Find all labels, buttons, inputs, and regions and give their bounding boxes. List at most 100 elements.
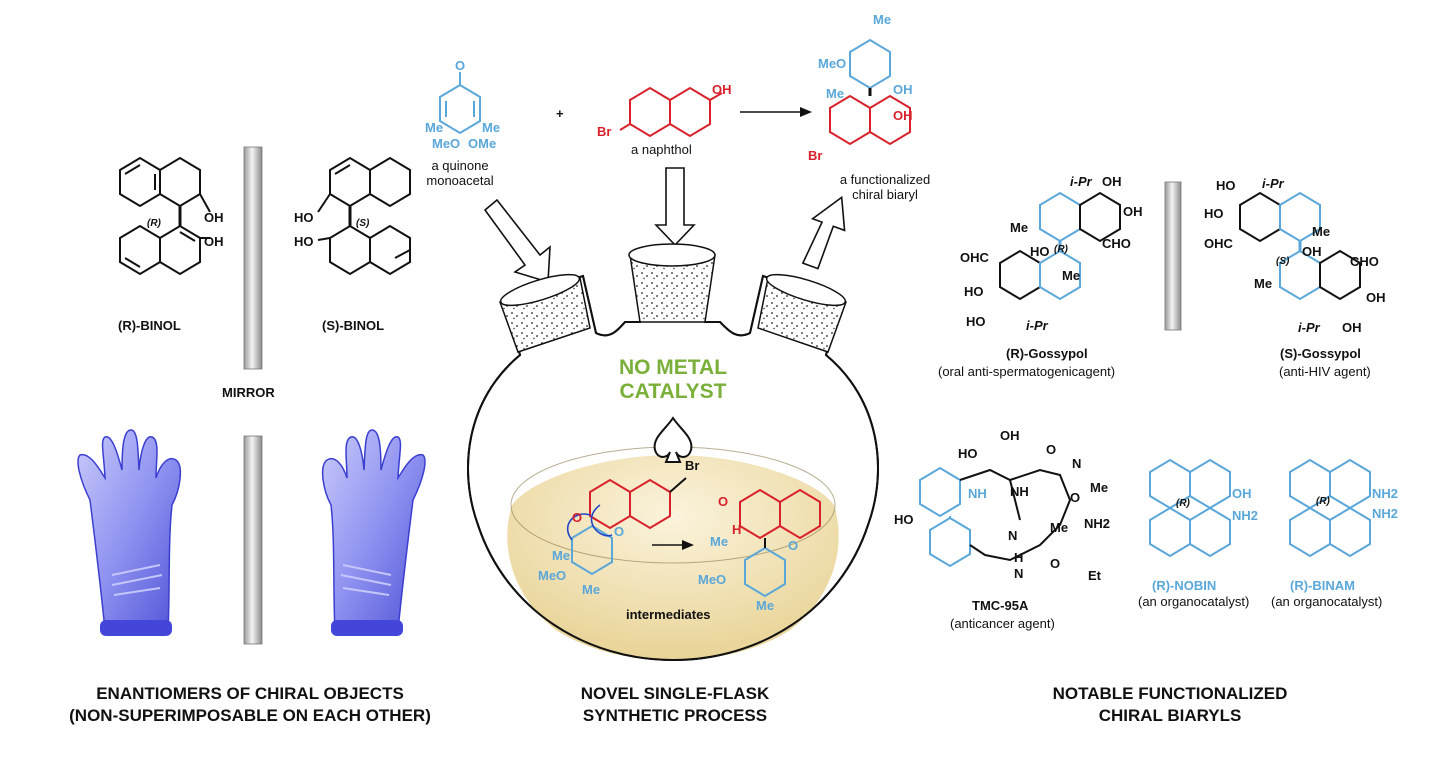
tmc-ho: HO <box>958 446 978 461</box>
quinone-structure <box>439 72 481 135</box>
mirror-upper <box>243 146 263 370</box>
biaryl-product-structure <box>829 38 911 146</box>
r-goss-me-1: Me <box>1010 220 1029 235</box>
naphthol-oh: OH <box>712 82 732 97</box>
r-goss-me-2: Me <box>1062 268 1081 283</box>
biaryl-caption-line2: chiral biaryl <box>852 187 918 202</box>
center-title-line2: SYNTHETIC PROCESS <box>582 706 768 725</box>
tmc-caption: (anticancer agent) <box>950 616 1055 631</box>
product-o-blue: O <box>788 538 799 553</box>
binam-nh2-top: NH2 <box>1372 486 1399 501</box>
s-binol-structure <box>317 156 411 276</box>
tmc-nh: NH <box>968 486 987 501</box>
intermediate-me-1: Me <box>552 548 571 563</box>
r-gossypol-label: (R)-Gossypol <box>1006 346 1088 361</box>
biaryl-meo: MeO <box>818 56 847 71</box>
binam-label: (R)-BINAM <box>1290 578 1355 593</box>
nobin-oh: OH <box>1232 486 1252 501</box>
tmc-me: Me <box>1090 480 1109 495</box>
s-goss-cho: CHO <box>1350 254 1379 269</box>
r-goss-cho: CHO <box>1102 236 1131 251</box>
biaryl-br: Br <box>808 148 823 163</box>
mirror-label: MIRROR <box>222 385 275 400</box>
quinone-caption-line2: monoacetal <box>426 173 494 188</box>
product-meo: MeO <box>698 572 727 587</box>
naphthol-caption: a naphthol <box>631 142 692 157</box>
right-title-line2: CHIRAL BIARYLS <box>1098 706 1242 725</box>
left-glove <box>77 429 182 636</box>
center-title-line1: NOVEL SINGLE-FLASK <box>580 684 770 703</box>
tmc-n: N <box>1072 456 1082 471</box>
r-goss-ho-3: HO <box>966 314 986 329</box>
s-goss-oh-3: OH <box>1342 320 1362 335</box>
biaryl-me: Me <box>826 86 845 101</box>
tmc-o-3: O <box>1050 556 1061 571</box>
quinone-me-right: Me <box>482 120 501 135</box>
s-goss-oh-2: OH <box>1366 290 1386 305</box>
plus-sign: + <box>556 106 564 121</box>
s-goss-me-1: Me <box>1312 224 1331 239</box>
left-title-line1: ENANTIOMERS OF CHIRAL OBJECTS <box>96 684 404 703</box>
right-glove <box>321 429 426 636</box>
quinone-caption: a quinone monoacetal <box>420 158 500 188</box>
no-metal-catalyst: NO METAL CATALYST <box>585 356 761 404</box>
quinone-ome: OMe <box>468 136 497 151</box>
s-goss-ho-1: HO <box>1216 178 1236 193</box>
nobin-nh2: NH2 <box>1232 508 1259 523</box>
r-goss-stereo: (R) <box>1054 244 1068 255</box>
biaryl-oh-red: OH <box>893 108 913 123</box>
naphthol-structure <box>619 86 723 138</box>
quinone-meo: MeO <box>432 136 461 151</box>
biaryl-oh-blue: OH <box>893 82 913 97</box>
r-goss-oh-2: OH <box>1123 204 1143 219</box>
tmc-hn: NH <box>1010 484 1029 499</box>
r-binol-oh-bottom: OH <box>204 234 224 249</box>
tmc-oh-top: OH <box>1000 428 1020 443</box>
product-me-1: Me <box>710 534 729 549</box>
biaryl-me-top: Me <box>873 12 892 27</box>
intermediate-me-2: Me <box>582 582 601 597</box>
center-title: NOVEL SINGLE-FLASK SYNTHETIC PROCESS <box>510 683 840 727</box>
s-goss-stereo: (S) <box>1276 256 1290 267</box>
product-me-2: Me <box>756 598 775 613</box>
r-binol-oh-top: OH <box>204 210 224 225</box>
r-goss-ho-2: HO <box>964 284 984 299</box>
input-arrows <box>483 167 846 284</box>
quinone-o: O <box>455 58 466 73</box>
s-gossypol-caption: (anti-HIV agent) <box>1279 364 1371 379</box>
no-metal-line1: NO METAL <box>618 356 728 379</box>
tmc-o-1: O <box>1046 442 1057 457</box>
tmc-nh2: NH2 <box>1084 516 1111 531</box>
s-goss-ipr-bottom: i-Pr <box>1298 320 1320 335</box>
right-title-line1: NOTABLE FUNCTIONALIZED <box>1052 684 1288 703</box>
nobin-caption: (an organocatalyst) <box>1138 594 1250 609</box>
intermediate-o-red: O <box>572 510 583 525</box>
left-title-line2: (NON-SUPERIMPOSABLE ON EACH OTHER) <box>69 706 431 725</box>
tmc-o-2: O <box>1070 490 1081 505</box>
no-metal-line2: CATALYST <box>619 380 727 403</box>
binam-stereo: (R) <box>1316 496 1330 507</box>
s-goss-me-2: Me <box>1254 276 1273 291</box>
r-goss-oh-1: OH <box>1102 174 1122 189</box>
intermediate-left <box>566 477 687 576</box>
r-binol-stereo: (R) <box>147 218 161 229</box>
r-gossypol-caption: (oral anti-spermatogenicagent) <box>938 364 1116 379</box>
s-goss-ho-2: HO <box>1204 206 1224 221</box>
nobin-stereo: (R) <box>1176 498 1190 509</box>
s-gossypol-label: (S)-Gossypol <box>1280 346 1361 361</box>
flask <box>467 243 879 662</box>
tmc-h: H <box>1014 550 1024 565</box>
product-o: O <box>718 494 729 509</box>
tmc-n-3: N <box>1014 566 1024 581</box>
s-goss-ipr-top: i-Pr <box>1262 176 1284 191</box>
intermediates-label: intermediates <box>626 607 711 622</box>
quinone-caption-line1: a quinone <box>431 158 489 173</box>
tmc-me-2: Me <box>1050 520 1069 535</box>
product-h: H <box>732 522 742 537</box>
r-goss-ohc: OHC <box>960 250 989 265</box>
binam-structure <box>1289 458 1371 558</box>
s-binol-label: (S)-BINOL <box>322 318 385 333</box>
s-goss-ohc: OHC <box>1204 236 1233 251</box>
